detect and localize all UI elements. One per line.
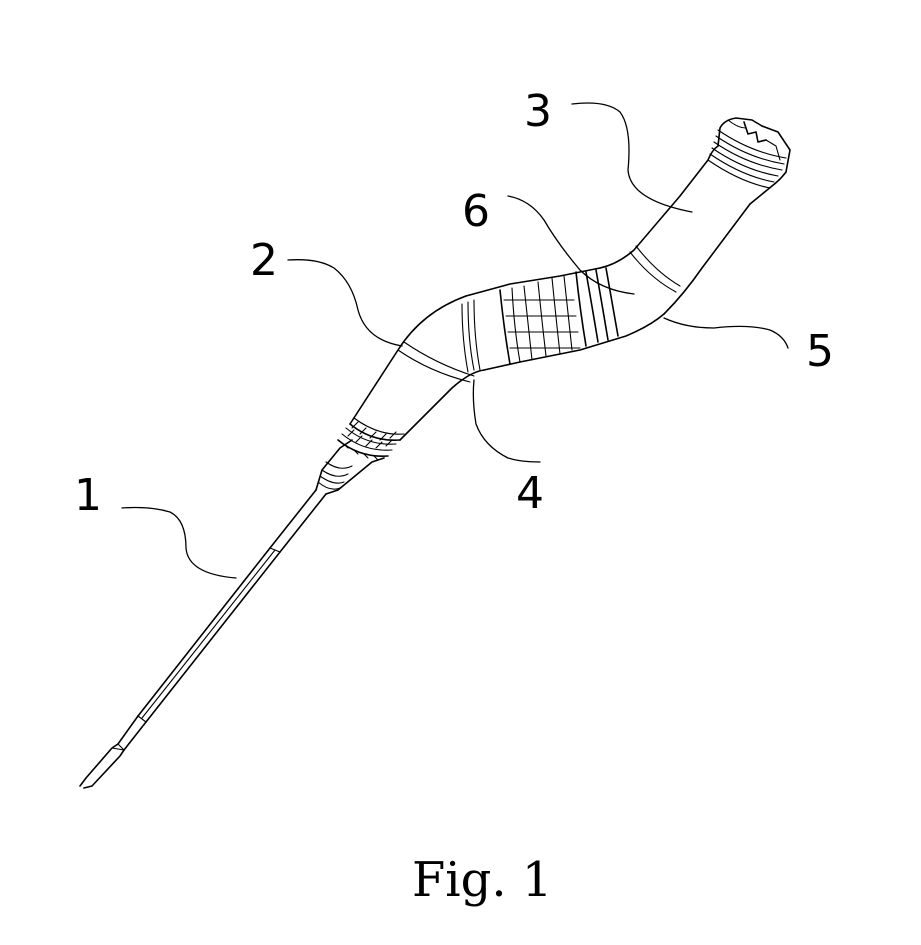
body-part-6-5 xyxy=(600,196,750,314)
label-3: 3 xyxy=(524,86,552,137)
leader-4 xyxy=(473,380,540,462)
leader-2 xyxy=(288,260,402,346)
figure-caption: Fig. 1 xyxy=(412,852,552,908)
shaft-part-1 xyxy=(80,440,384,788)
leader-5 xyxy=(664,318,788,348)
leader-lines xyxy=(122,103,788,578)
leader-1 xyxy=(122,508,236,579)
label-6: 6 xyxy=(462,186,490,237)
leader-3 xyxy=(572,103,692,212)
body-part-3-head xyxy=(680,118,790,204)
label-2: 2 xyxy=(250,235,278,286)
label-1: 1 xyxy=(74,470,102,521)
body-part-4-middle xyxy=(462,268,664,372)
leader-6 xyxy=(508,196,634,294)
label-4: 4 xyxy=(516,468,544,519)
label-5: 5 xyxy=(806,326,834,377)
body-part-2 xyxy=(350,296,484,440)
lower-grip-ring xyxy=(338,418,404,460)
